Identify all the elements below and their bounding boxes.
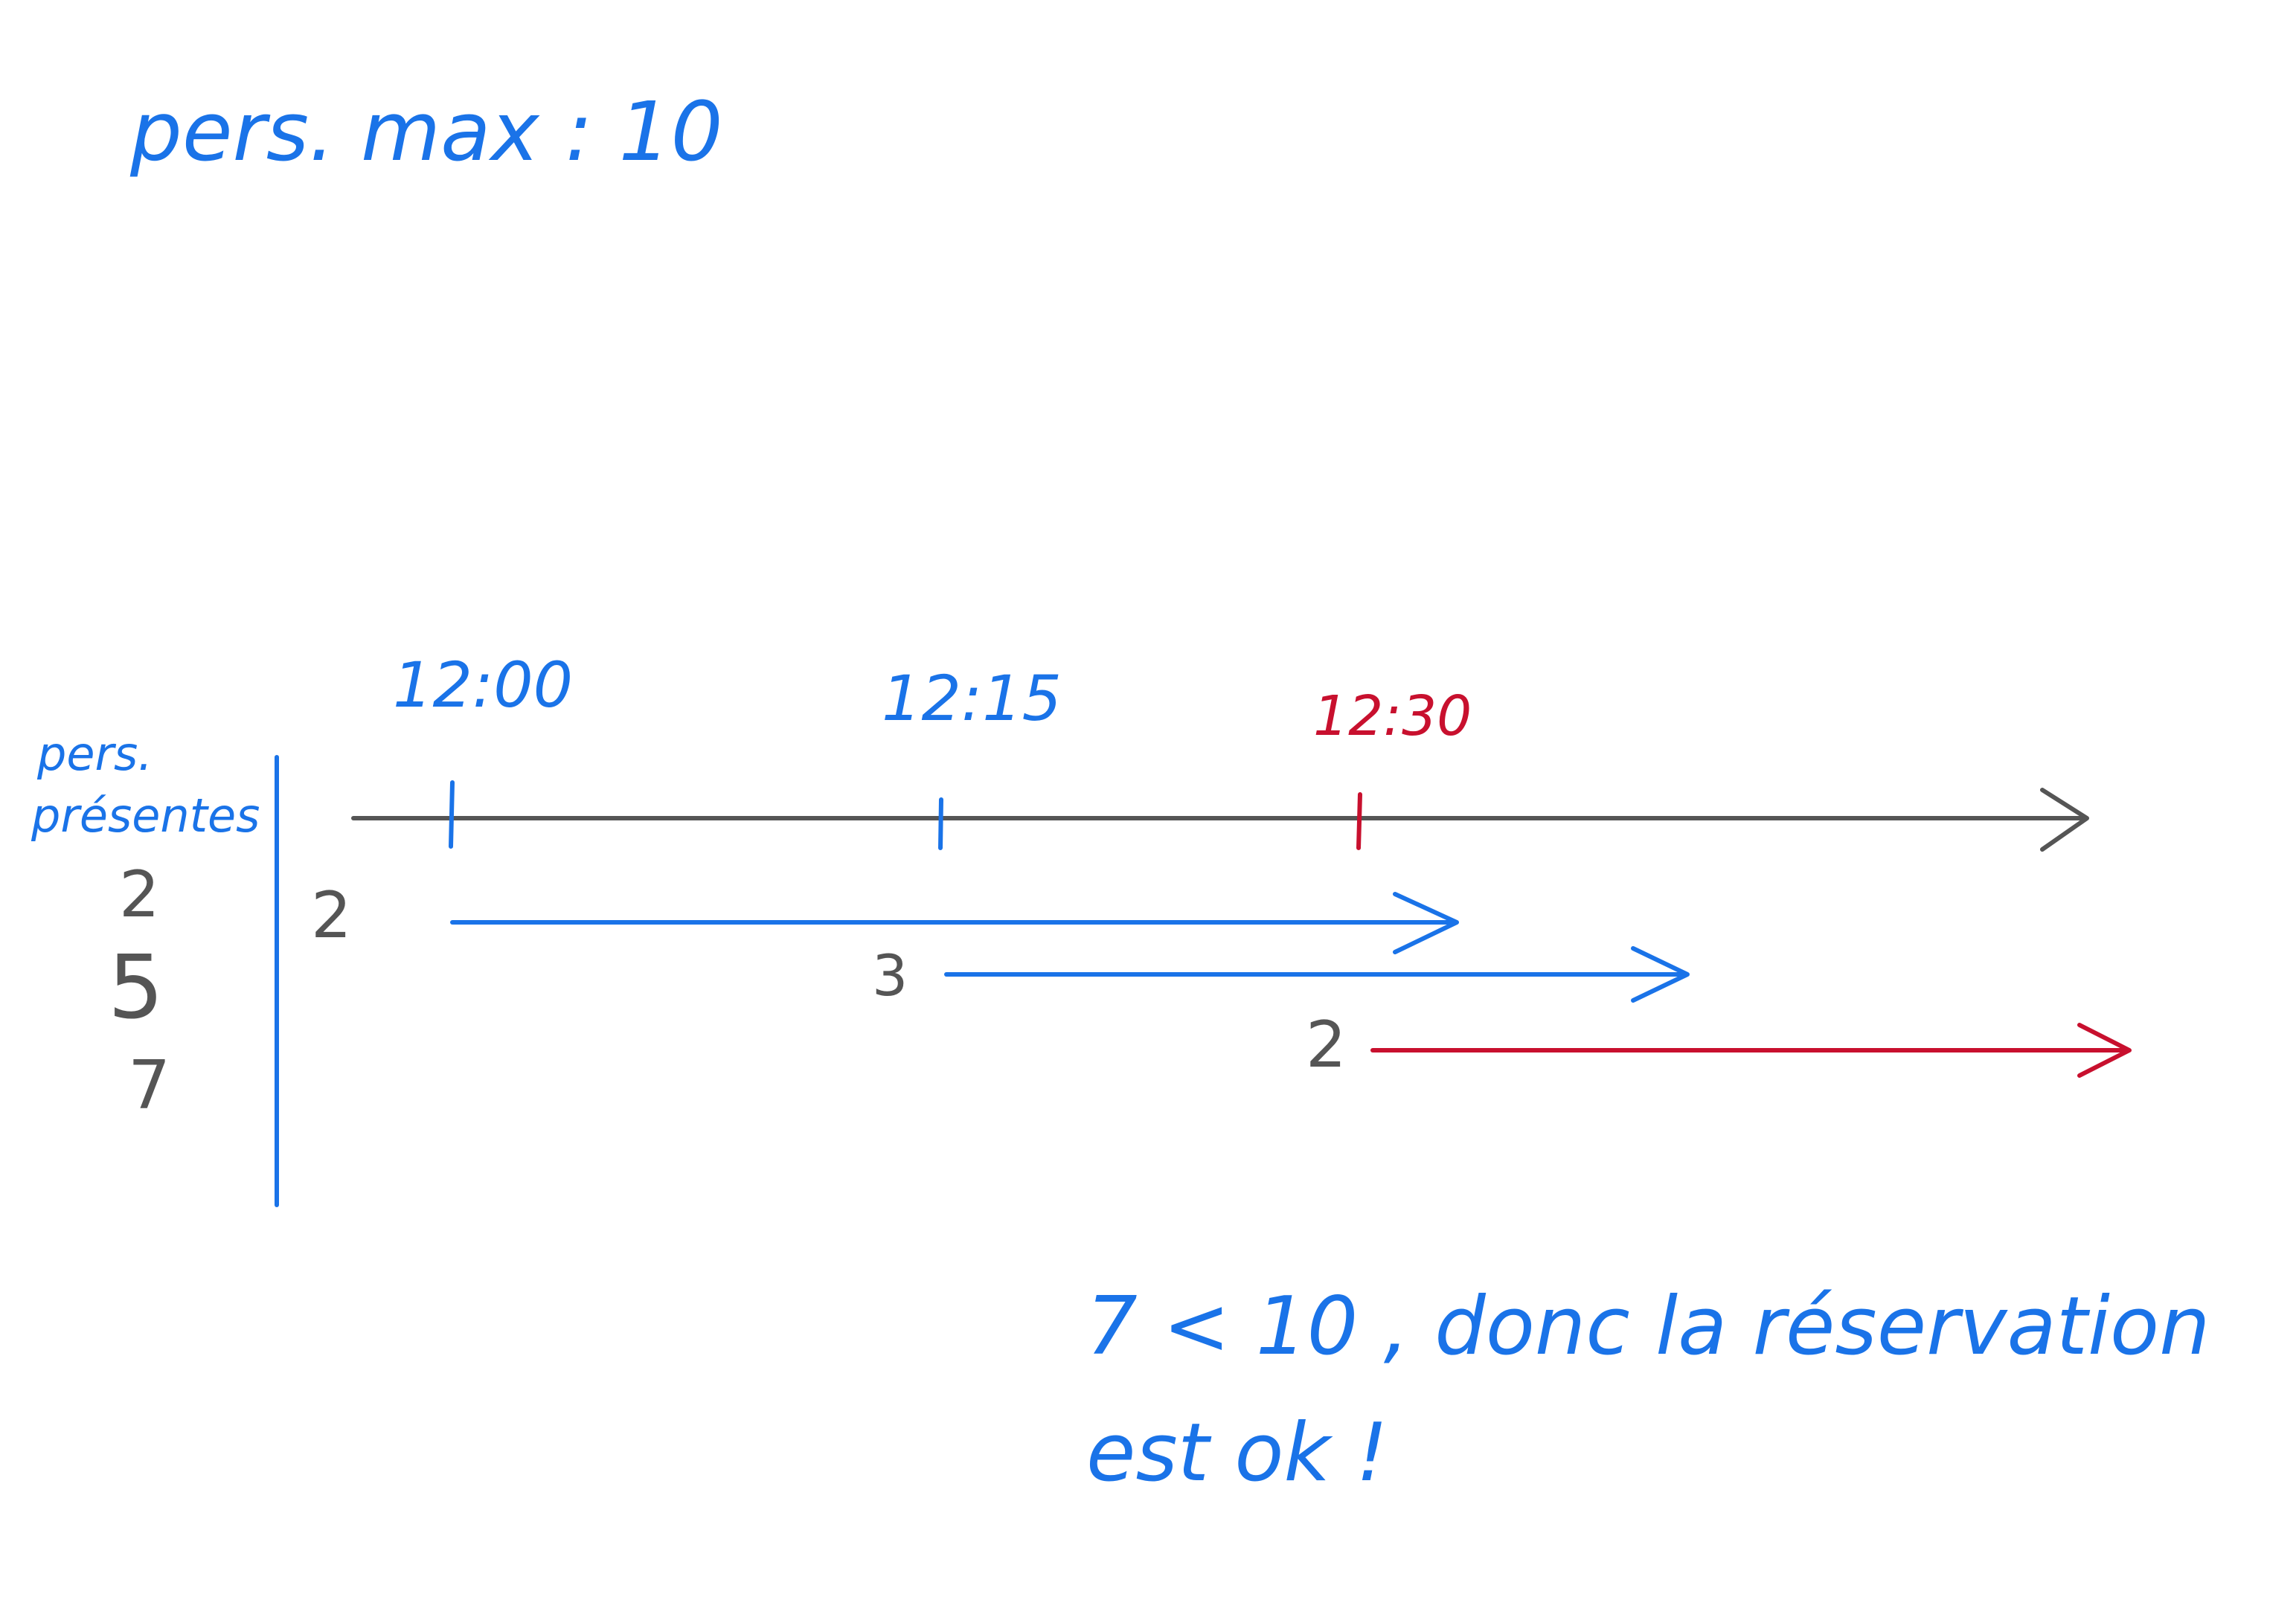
- tick-12-30: [1356, 792, 1362, 850]
- present-count-1: 2: [119, 858, 160, 932]
- tick-label-12-15: 12:15: [882, 662, 1062, 735]
- tick-12-15: [938, 797, 943, 850]
- timeline-arrowhead: [2040, 788, 2089, 852]
- present-persons-label-line2: présentes: [31, 788, 260, 843]
- reservation-1-arrowhead: [1393, 892, 1459, 954]
- present-count-2: 5: [108, 936, 164, 1038]
- capacity-note: pers. max : 10: [129, 84, 723, 179]
- reservation-2-arrowhead: [1631, 946, 1690, 1003]
- reservation-3-count: 2: [1306, 1008, 1347, 1082]
- tick-label-12-00: 12:00: [393, 649, 573, 721]
- reservation-1-count: 2: [311, 878, 352, 953]
- conclusion-line-1: 7 < 10 , donc la réservation: [1086, 1280, 2210, 1373]
- tick-label-12-30: 12:30: [1313, 684, 1472, 748]
- present-persons-label-line1: pers.: [36, 727, 153, 781]
- conclusion-line-2: est ok !: [1086, 1407, 1388, 1500]
- reservation-2-count: 3: [872, 942, 908, 1009]
- present-count-3: 7: [128, 1047, 170, 1125]
- tick-12-00: [449, 780, 455, 849]
- reservation-3-arrowhead: [2077, 1023, 2132, 1078]
